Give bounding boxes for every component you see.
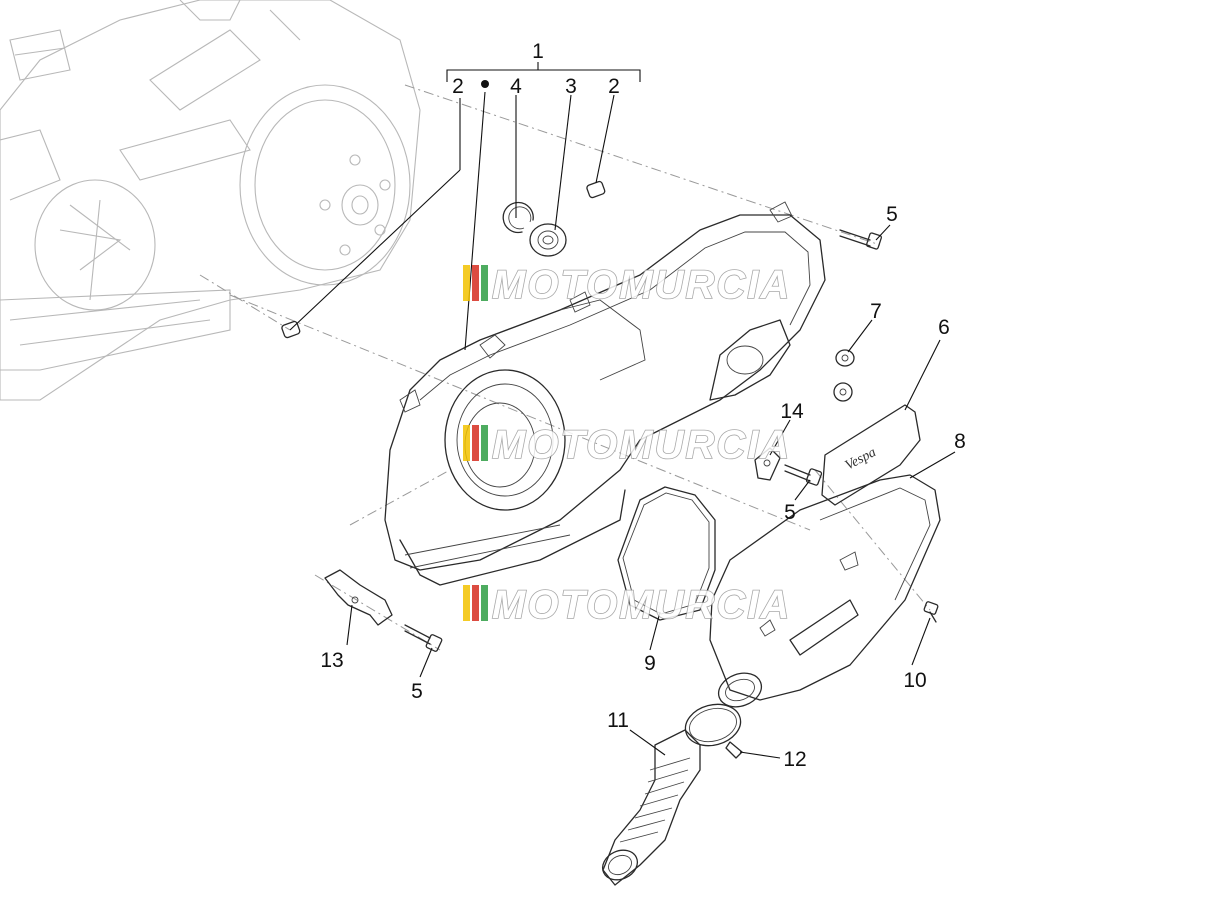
assembly-axes (199, 84, 931, 651)
wm-stripe (481, 265, 488, 301)
watermark-text: MOTOMURCIA (492, 423, 791, 467)
screw-small (923, 601, 939, 623)
badge-logo-text: Vespa (843, 445, 879, 474)
wm-stripe (472, 585, 479, 621)
callout-14: 14 (780, 400, 804, 423)
watermark-top: MOTOMURCIA (463, 262, 791, 308)
callout-1: 1 (532, 40, 544, 63)
callout-4: 4 (510, 75, 522, 98)
wm-stripe (463, 585, 470, 621)
callout-10: 10 (903, 669, 926, 692)
retaining-clip (754, 447, 781, 481)
watermark-text: MOTOMURCIA (492, 583, 791, 627)
callout-9: 9 (644, 652, 656, 675)
callout-12: 12 (783, 748, 806, 771)
logo-badge-plate: Vespa (821, 404, 921, 506)
callout-7: 7 (870, 300, 882, 323)
callout-8: 8 (954, 430, 966, 453)
dowel-pin-upper (586, 180, 606, 199)
callout-3: 3 (565, 75, 577, 98)
callout-5-upper: 5 (886, 203, 898, 226)
engine-background (0, 0, 421, 401)
air-intake-cover (709, 474, 941, 708)
mounting-bracket (324, 569, 393, 626)
circlip (502, 201, 534, 234)
washer-lower (833, 382, 853, 402)
watermark-text: MOTOMURCIA (492, 263, 791, 307)
watermark-bottom: MOTOMURCIA (463, 582, 791, 628)
callout-5-lower: 5 (411, 680, 423, 703)
callout-2-right: 2 (608, 75, 620, 98)
watermark-middle: MOTOMURCIA (463, 422, 791, 468)
wm-stripe (481, 585, 488, 621)
wm-stripe (463, 265, 470, 301)
screw-middle (784, 464, 823, 486)
screw-upper-right (839, 229, 882, 250)
wm-stripe (472, 425, 479, 461)
callout-13: 13 (320, 649, 343, 672)
callout-2-left: 2 (452, 75, 464, 98)
bearing (529, 223, 567, 257)
callout-5-middle: 5 (784, 501, 796, 524)
wm-stripe (472, 265, 479, 301)
gasket-seal (617, 486, 716, 621)
dowel-pin-lower (281, 320, 301, 339)
callout-labels: 1 2 4 3 2 5 7 6 14 8 5 13 9 10 5 11 12 (320, 40, 966, 771)
washer-upper (835, 349, 855, 367)
wm-stripe (481, 425, 488, 461)
transmission-cover (384, 201, 826, 586)
callout-11: 11 (607, 709, 629, 732)
intake-hose (601, 729, 701, 886)
hose-clamp (684, 703, 743, 759)
callout-6: 6 (938, 316, 950, 339)
assembly-dot (481, 80, 489, 88)
leader-lines (289, 62, 956, 759)
wm-stripe (463, 425, 470, 461)
